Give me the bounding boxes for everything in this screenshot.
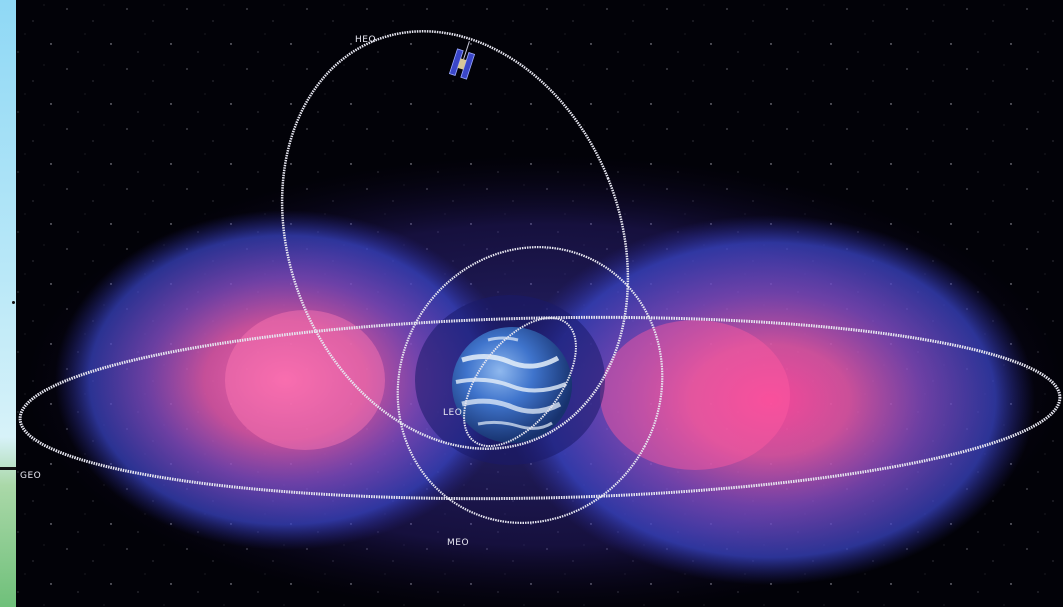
scene-svg: HEO LEO GEO MEO [16, 0, 1063, 607]
earth-globe [452, 327, 572, 443]
radiation-belt-left [55, 210, 515, 550]
geo-orbit [18, 315, 1062, 501]
belt-core-left [225, 310, 385, 450]
geo-label: GEO [20, 471, 41, 481]
left-edge-strip [0, 0, 16, 607]
radiation-belt-right [505, 215, 1035, 585]
heo-label: HEO [355, 35, 376, 45]
meo-orbit [396, 246, 664, 524]
radiation-belts-scene: HEO LEO GEO MEO [16, 0, 1063, 607]
heo-orbit [280, 30, 630, 450]
leo-orbit [463, 316, 577, 448]
satellite-icon [448, 41, 476, 80]
belt-core-right [600, 320, 790, 470]
meo-label: MEO [447, 538, 469, 548]
strip-divider [0, 467, 16, 470]
strip-marker [12, 301, 15, 304]
leo-label: LEO [443, 408, 462, 418]
